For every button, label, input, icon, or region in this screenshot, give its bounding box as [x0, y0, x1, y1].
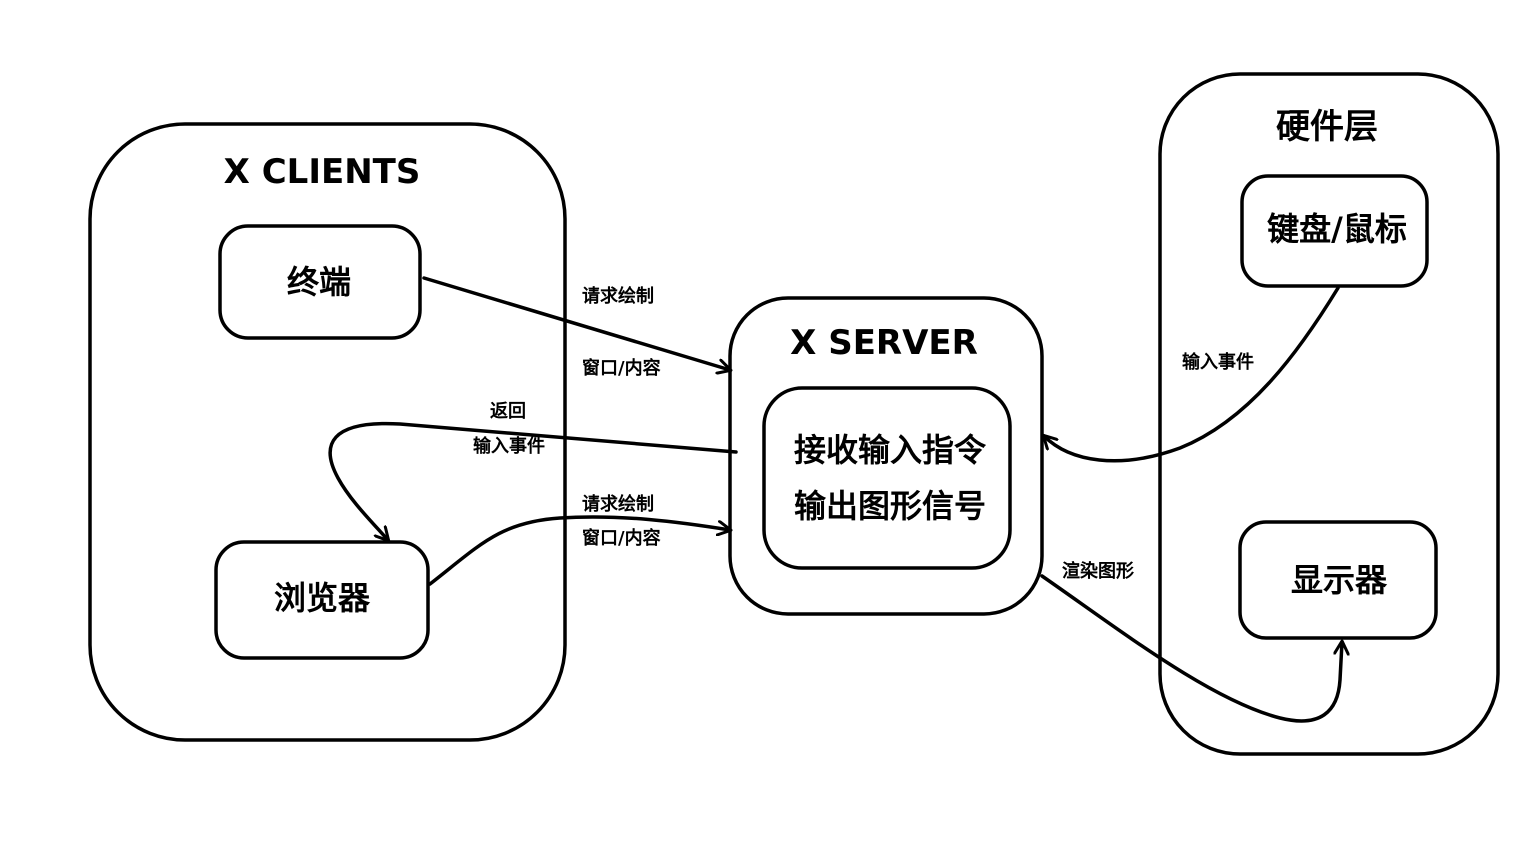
keyboard-to-server-arrow [1044, 286, 1340, 463]
return-label-1: 返回 [490, 401, 526, 422]
display-node [1238, 520, 1438, 640]
server-core-line1: 接收输入指令 [793, 431, 987, 469]
x-server-title: X SERVER [790, 323, 978, 363]
terminal-node [218, 224, 422, 340]
keyboard-mouse-label: 键盘/鼠标 [1267, 210, 1407, 248]
browser-label: 浏览器 [273, 579, 371, 617]
browser-to-server-arrow [428, 515, 730, 586]
input-event-label: 输入事件 [1182, 352, 1254, 373]
terminal-request-label-1: 请求绘制 [582, 286, 654, 307]
display-label: 显示器 [1290, 561, 1388, 599]
x-clients-title: X CLIENTS [223, 152, 421, 192]
browser-request-label-1: 请求绘制 [582, 494, 654, 515]
x-server-group [728, 296, 1044, 616]
hardware-group [1158, 72, 1500, 756]
return-label-2: 输入事件 [473, 436, 545, 457]
render-label: 渲染图形 [1062, 561, 1134, 582]
terminal-request-label-2: 窗口/内容 [582, 358, 661, 379]
server-to-display-arrow [1040, 574, 1342, 723]
hardware-title: 硬件层 [1276, 107, 1378, 147]
terminal-label: 终端 [286, 263, 352, 301]
terminal-to-server-arrow [422, 276, 730, 370]
x-clients-group [88, 122, 567, 742]
keyboard-mouse-node [1240, 174, 1429, 288]
server-core-line2: 输出图形信号 [793, 487, 987, 525]
browser-request-label-2: 窗口/内容 [582, 528, 661, 549]
server-to-browser-return-arrow [328, 421, 738, 540]
server-core-node [762, 386, 1012, 570]
browser-node [214, 540, 430, 660]
